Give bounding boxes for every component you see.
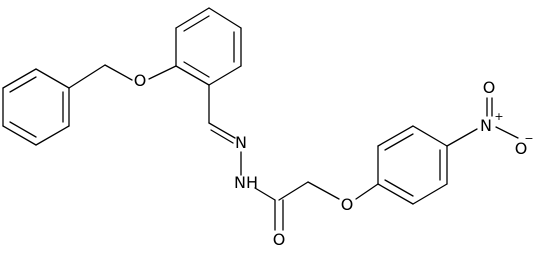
methylene-ether-bonds [307,181,340,200]
benzyl-ring [2,68,70,146]
central-ring [175,7,242,86]
carbonyl-oxygen-label: O [273,230,286,249]
nitro-plus-charge: + [494,110,503,123]
ether-oxygen-to-ring-bond [148,65,177,80]
ether-oxygen-right-label: O [341,195,354,214]
ether-to-nitrophenyl-bond [355,183,379,200]
nitro-oxygen-right-label: O [515,139,528,158]
amide-bonds [254,181,309,231]
nitro-bonds [446,97,519,147]
nitro-nitrogen-label: N [480,116,492,135]
benzyl-ch2-bonds [68,64,133,89]
nitro-oxygen-top-label: O [483,78,496,97]
imine-bonds [208,84,236,144]
hydrazone-nh-label: NH [234,173,258,192]
nitro-minus-charge: − [524,132,533,145]
imine-nitrogen-label: N [235,133,247,152]
nitrophenyl-ring [377,125,448,205]
ether-oxygen-left-label: O [134,71,147,90]
